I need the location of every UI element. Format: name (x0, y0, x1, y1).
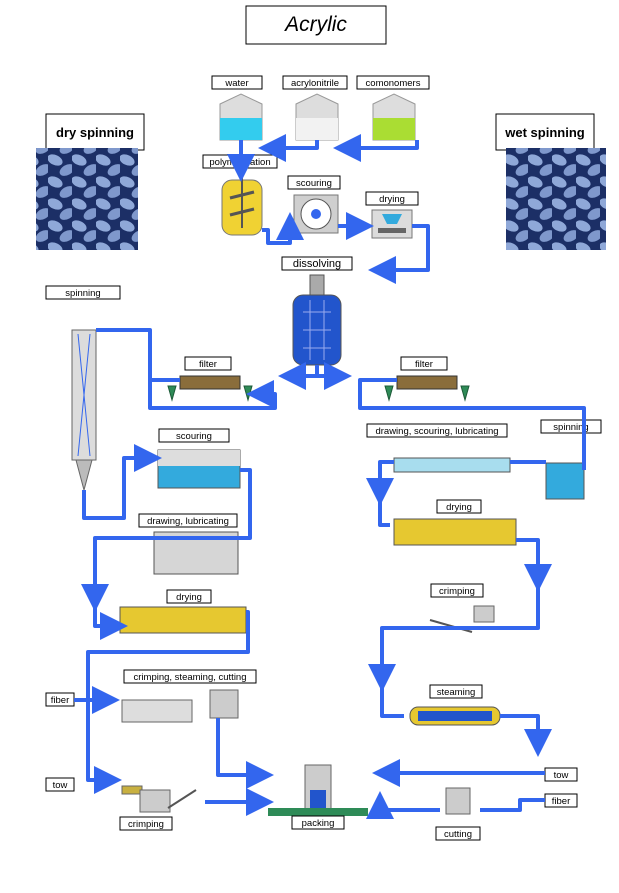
crimping-unit-wet: crimping (429, 583, 495, 633)
wet-spinning-header: wet spinning (495, 113, 606, 250)
scouring-unit-dry: scouring (157, 428, 241, 489)
crimping-dry-label: crimping (128, 819, 164, 830)
scouring-unit-top: scouring (287, 175, 341, 234)
steaming-label: steaming (437, 687, 476, 698)
drying-unit-dry: drying (119, 589, 247, 634)
filter-dry-label: filter (199, 359, 217, 370)
steaming-unit: steaming (409, 684, 501, 726)
crimping-steaming-cutting-label: crimping, steaming, cutting (134, 672, 247, 683)
comonomers-silo: comonomers (356, 75, 430, 141)
drying-unit-top: drying (365, 191, 419, 239)
water-label: water (224, 78, 248, 89)
packing-label: packing (302, 818, 335, 829)
fiber-wet-tag: fiber (544, 793, 578, 808)
filter-wet: filter (384, 356, 470, 402)
spinning-dry-label: spinning (65, 288, 100, 299)
tow-wet-label: tow (554, 770, 569, 781)
title-box: Acrylic (245, 5, 387, 45)
dissolving-label: dissolving (293, 258, 341, 270)
water-silo: water (211, 75, 263, 141)
dissolving-unit: dissolving (281, 256, 353, 366)
wet-fiber-image (506, 148, 606, 250)
dry-spinning-header: dry spinning (36, 113, 145, 250)
filter-dry: filter (167, 356, 253, 402)
fiber-dry-tag: fiber (45, 692, 75, 707)
scouring-dry-label: scouring (176, 431, 212, 442)
dry-spinning-label: dry spinning (56, 125, 134, 140)
filter-wet-label: filter (415, 359, 433, 370)
spinning-bath-wet: spinning (540, 419, 602, 500)
dry-fiber-image (36, 148, 138, 250)
tow-wet-tag: tow (544, 767, 578, 782)
drawing-scouring-lubricating-unit: drawing, scouring, lubricating (366, 423, 511, 473)
crimping-unit-dry: crimping (119, 785, 197, 831)
acrylonitrile-silo: acrylonitrile (282, 75, 348, 141)
wet-spinning-label: wet spinning (504, 125, 585, 140)
crimping-wet-label: crimping (439, 586, 475, 597)
tow-dry-tag: tow (45, 777, 75, 792)
drying-unit-wet: drying (393, 499, 517, 546)
fiber-dry-label: fiber (51, 695, 69, 706)
cutting-label: cutting (444, 829, 472, 840)
drawing-scouring-lubricating-label: drawing, scouring, lubricating (375, 426, 498, 437)
acrylonitrile-label: acrylonitrile (291, 78, 339, 89)
comonomers-label: comonomers (366, 78, 421, 89)
spinning-column-dry: spinning (45, 285, 121, 492)
scouring-top-label: scouring (296, 178, 332, 189)
crimping-steaming-cutting-unit: crimping, steaming, cutting (121, 669, 257, 723)
drawing-lubricating-unit: drawing, lubricating (138, 513, 239, 575)
cutting-unit: cutting (435, 787, 481, 841)
drying-top-label: drying (379, 194, 405, 205)
drying-dry-label: drying (176, 592, 202, 603)
spinning-wet-label: spinning (553, 422, 588, 433)
tow-dry-label: tow (53, 780, 68, 791)
page-title: Acrylic (283, 13, 347, 36)
drying-wet-label: drying (446, 502, 472, 513)
flow-lines (74, 134, 586, 819)
drawing-lubricating-label: drawing, lubricating (147, 516, 229, 527)
fiber-wet-label: fiber (552, 796, 570, 807)
packing-unit: packing (268, 764, 368, 830)
